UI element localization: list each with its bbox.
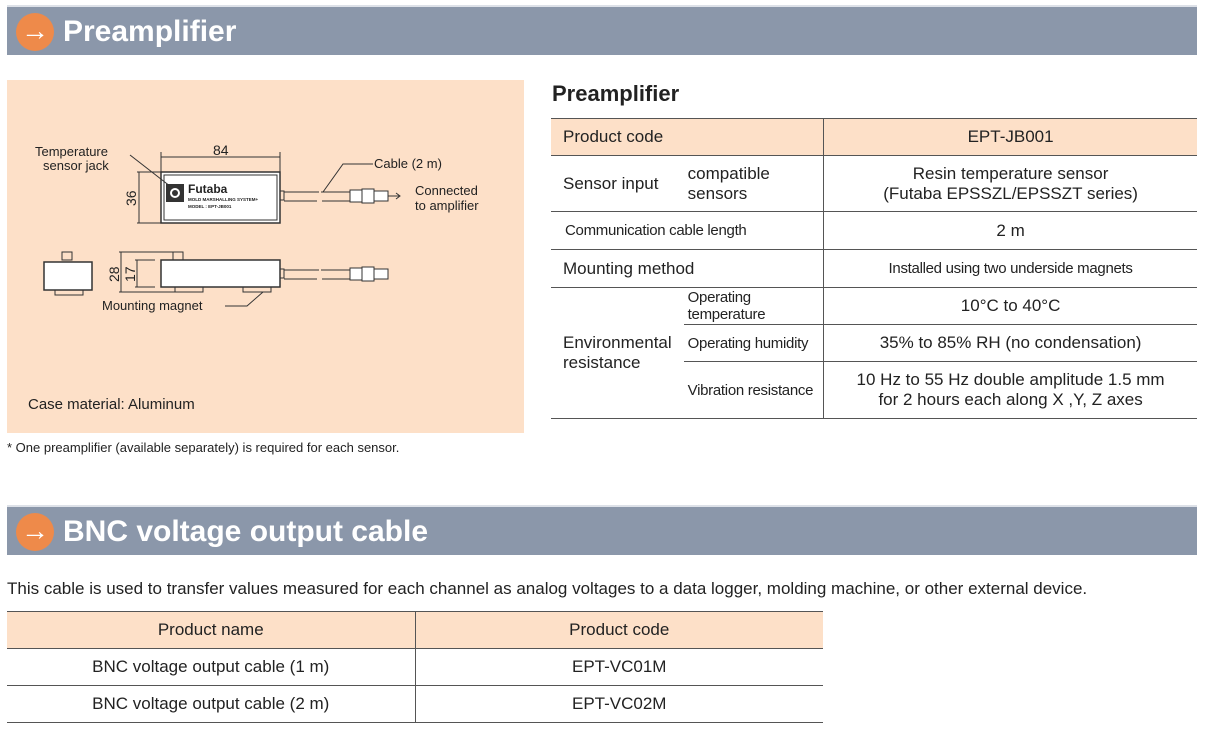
value-compatible-2: (Futaba EPSSZL/EPSSZT series) [883, 183, 1138, 203]
label-mounting: Mounting method [551, 249, 824, 288]
cell-code: EPT-VC01M [414, 648, 823, 686]
label-magnet: Mounting magnet [102, 298, 203, 313]
arrow-right-icon: → [16, 513, 54, 551]
label-comm-cable: Communication cable length [551, 211, 824, 250]
section-title: BNC voltage output cable [63, 515, 429, 548]
spec-title: Preamplifier [552, 81, 680, 106]
cell-name: BNC voltage output cable (2 m) [7, 685, 415, 723]
label-compatible-2: sensors [687, 183, 748, 203]
arrow-right-icon: → [16, 13, 54, 51]
header-product-name: Product name [7, 611, 415, 649]
footnote: * One preamplifier (available separately… [7, 440, 400, 455]
label-temp-jack-2: sensor jack [43, 158, 109, 173]
label-temp-jack-1: Temperature [35, 144, 108, 159]
table-row: BNC voltage output cable (1 m)EPT-VC01M [7, 648, 823, 686]
value-op-hum: 35% to 85% RH (no condensation) [823, 324, 1197, 362]
label-env-2: resistance [563, 353, 641, 372]
label-cable: Cable (2 m) [374, 156, 442, 171]
dim-side-body: 17 [122, 266, 138, 282]
label-connected-1: Connected [415, 183, 478, 198]
value-vibration-1: 10 Hz to 55 Hz double amplitude 1.5 mm [856, 370, 1165, 389]
label-sensor-input: Sensor input [551, 155, 684, 212]
brand-line: MOLD MARSHALLING SYSTEM+ [188, 197, 258, 202]
label-connected-2: to amplifier [415, 198, 479, 213]
label-compatible-1: compatible [687, 163, 770, 183]
table-row: BNC voltage output cable (2 m)EPT-VC02M [7, 685, 823, 723]
cell-code: EPT-VC02M [414, 685, 823, 723]
section-title: Preamplifier [63, 15, 237, 48]
value-comm-cable: 2 m [823, 211, 1197, 250]
value-compatible-1: Resin temperature sensor [912, 163, 1109, 183]
dim-height: 36 [123, 190, 139, 206]
label-op-hum: Operating humidity [683, 324, 824, 362]
bnc-description: This cable is used to transfer values me… [7, 579, 1088, 598]
brand-logo: Futaba [188, 182, 228, 196]
dim-side-total: 28 [106, 266, 122, 282]
value-vibration-2: for 2 hours each along X ,Y, Z axes [878, 390, 1143, 409]
label-product-code: Product code [551, 118, 824, 156]
model-line: MODEL : EPT-JB001 [188, 204, 232, 209]
header-product-code: Product code [414, 611, 823, 649]
case-material: Case material: Aluminum [28, 396, 195, 413]
table-row: Vibration resistance 10 Hz to 55 Hz doubl… [551, 361, 1197, 419]
section-banner-bnc: → BNC voltage output cable [7, 505, 1197, 555]
preamplifier-diagram: Futaba MOLD MARSHALLING SYSTEM+ MODEL : … [7, 80, 524, 433]
value-mounting: Installed using two underside magnets [823, 249, 1197, 288]
label-op-temp: Operating temperature [683, 287, 824, 325]
section-banner-preamplifier: → Preamplifier [7, 5, 1197, 55]
value-op-temp: 10°C to 40°C [823, 287, 1197, 325]
dim-width: 84 [213, 142, 229, 158]
cell-name: BNC voltage output cable (1 m) [7, 648, 415, 686]
label-env-1: Environmental [563, 333, 672, 352]
label-vibration: Vibration resistance [683, 361, 824, 419]
value-product-code: EPT-JB001 [823, 118, 1197, 156]
